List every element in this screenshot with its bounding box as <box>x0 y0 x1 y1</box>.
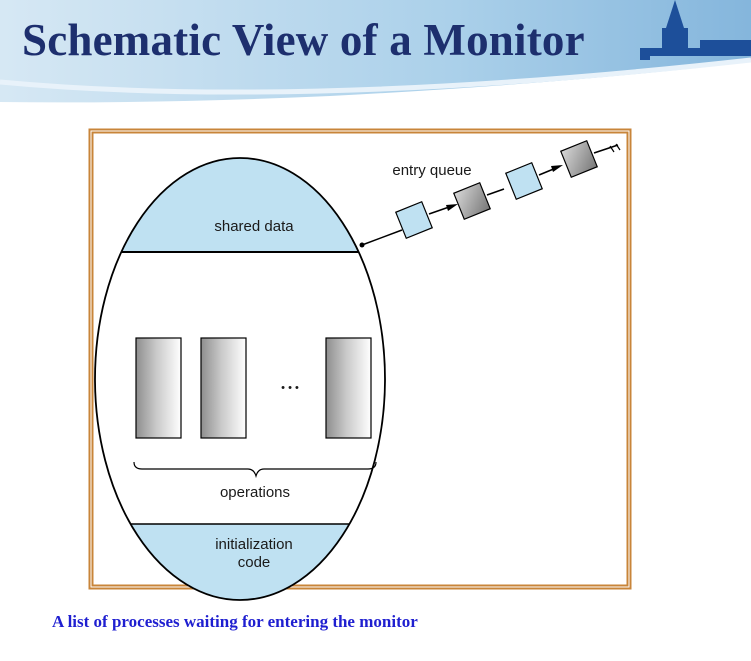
page-title: Schematic View of a Monitor <box>22 15 585 65</box>
slide-caption: A list of processes waiting for entering… <box>52 612 418 631</box>
code-label: code <box>238 554 271 571</box>
diagram-frame <box>88 128 632 590</box>
monitor-ellipse <box>94 157 386 601</box>
operations-ellipsis: • • • <box>281 382 299 394</box>
operations-label: operations <box>220 484 290 501</box>
queue-process-box <box>452 181 492 221</box>
entry-queue <box>359 139 621 248</box>
church-icon <box>640 0 751 60</box>
operations-brace <box>133 461 377 479</box>
shared-data-region <box>95 158 385 252</box>
queue-process-box <box>559 139 599 179</box>
operation-box <box>200 337 247 439</box>
initialization-label: initialization <box>215 536 293 553</box>
queue-process-box <box>394 200 434 240</box>
queue-process-box <box>504 161 544 201</box>
operation-box <box>325 337 372 439</box>
operation-box <box>135 337 182 439</box>
entry-queue-label: entry queue <box>392 162 471 179</box>
header-band <box>0 0 751 103</box>
shared-data-label: shared data <box>214 218 294 235</box>
